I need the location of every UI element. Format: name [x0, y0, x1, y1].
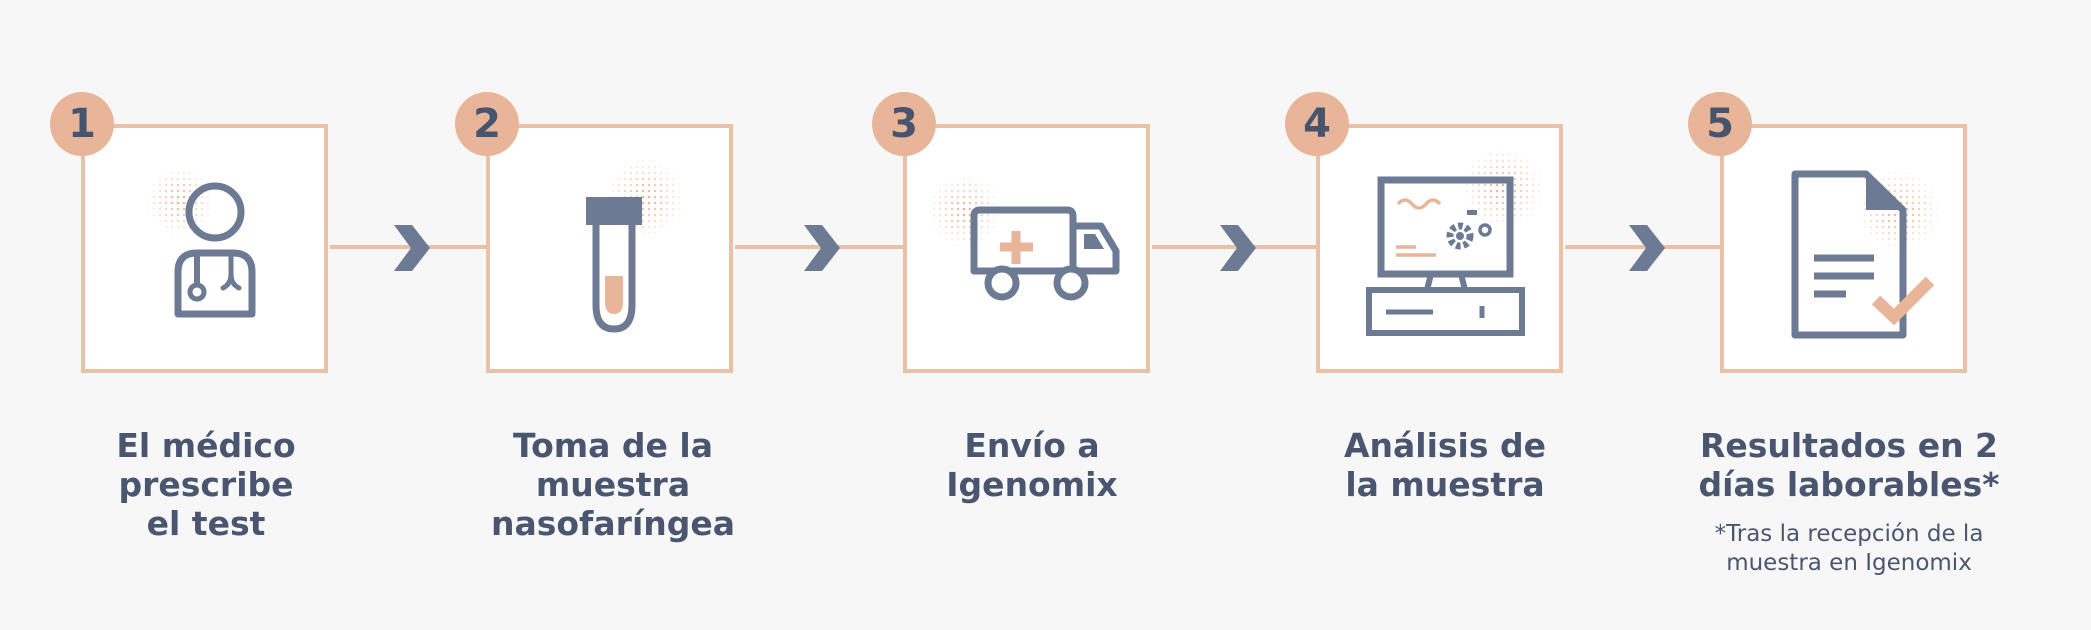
caption-line: El médico — [116, 426, 296, 465]
caption-line: Resultados en 2 — [1699, 426, 1999, 465]
connector-line-4-5 — [1565, 245, 1722, 249]
caption-line: el test — [146, 504, 266, 543]
test-tube-icon — [586, 158, 685, 333]
caption-line: la muestra — [1345, 465, 1545, 504]
chevron-arrow-icon — [1629, 225, 1665, 271]
connector-line-1-2 — [330, 245, 488, 249]
caption-line: Análisis de — [1343, 426, 1546, 465]
footnote-line: muestra en Igenomix — [1726, 550, 1972, 576]
step-4-card — [1316, 124, 1563, 373]
caption-line: prescribe — [118, 465, 294, 504]
step-3-caption: Envío a Igenomix — [852, 426, 1212, 504]
footnote-line: *Tras la recepción de la — [1714, 521, 1984, 547]
caption-line: nasofaríngea — [490, 504, 736, 543]
caption-line: días laborables* — [1698, 465, 2000, 504]
caption-line: Igenomix — [946, 465, 1118, 504]
results-document-icon — [1791, 168, 1941, 339]
connector-line-2-3 — [735, 245, 905, 249]
step-1-number-badge: 1 — [50, 92, 114, 156]
caption-line: Toma de la muestra — [512, 426, 713, 504]
step-5-caption: Resultados en 2 días laborables* — [1669, 426, 2029, 504]
step-3-card — [903, 124, 1150, 373]
chevron-arrow-icon — [1220, 225, 1256, 271]
step-3-number-badge: 3 — [872, 92, 936, 156]
connector-line-3-4 — [1152, 245, 1318, 249]
step-5-number-badge: 5 — [1688, 92, 1752, 156]
doctor-icon — [145, 166, 256, 318]
step-2-card — [486, 124, 733, 373]
step-5-card — [1720, 124, 1967, 373]
step-2-caption: Toma de la muestra nasofaríngea — [433, 426, 793, 543]
caption-line: Envío a — [964, 426, 1100, 465]
computer-analysis-icon — [1366, 146, 1545, 336]
ambulance-icon — [927, 173, 1120, 301]
results-footnote: *Tras la recepción de la muestra en Igen… — [1669, 520, 2029, 578]
step-4-number-badge: 4 — [1285, 92, 1349, 156]
chevron-arrow-icon — [804, 225, 840, 271]
step-1-card — [81, 124, 328, 373]
chevron-arrow-icon — [394, 225, 430, 271]
step-2-number-badge: 2 — [455, 92, 519, 156]
step-4-caption: Análisis de la muestra — [1265, 426, 1625, 504]
step-1-caption: El médico prescribe el test — [26, 426, 386, 543]
